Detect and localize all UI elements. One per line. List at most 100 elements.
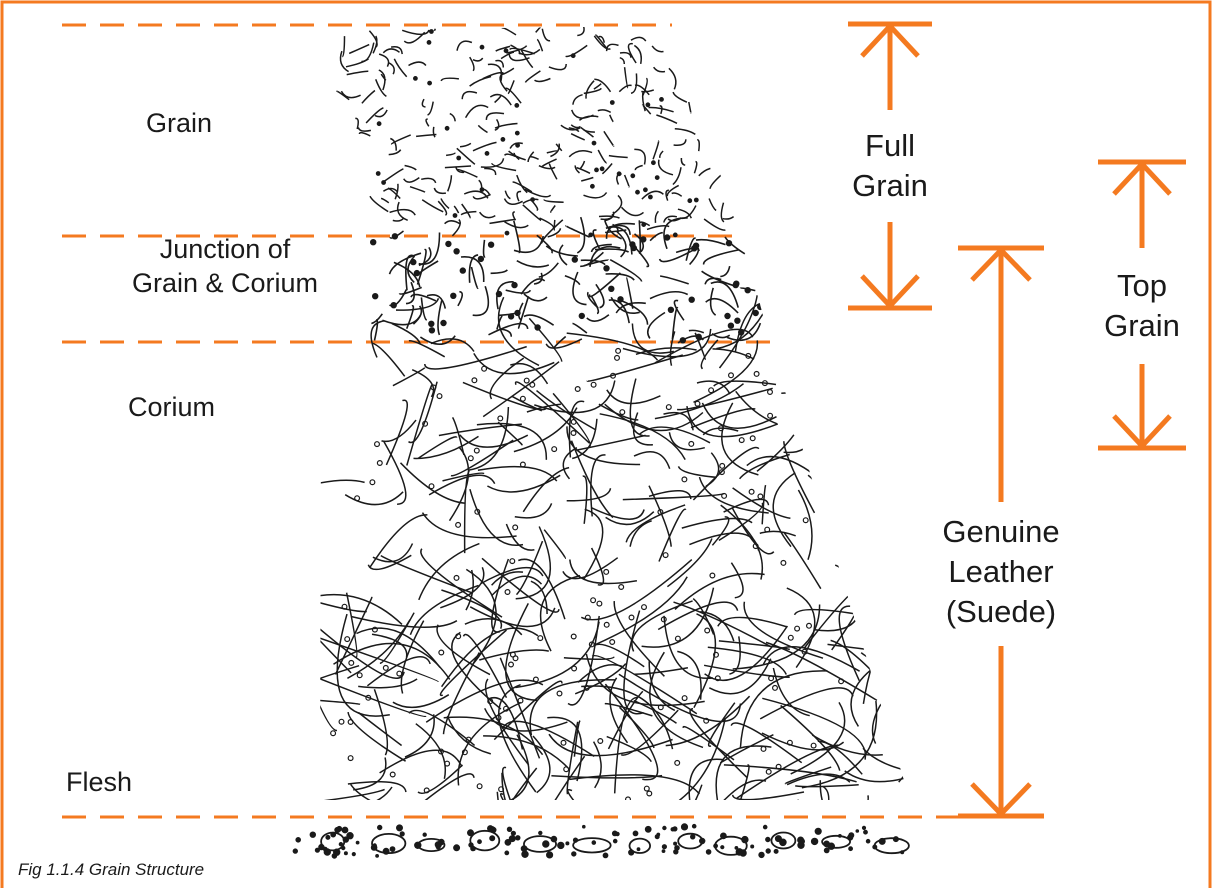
fibre-dot [611, 101, 615, 105]
flesh-dot [316, 848, 320, 852]
flesh-dot [547, 852, 553, 858]
fibre-stroke [481, 568, 543, 584]
label-junction-line2: Grain & Corium [110, 266, 340, 300]
fibre-stroke [547, 151, 557, 153]
fibre-stroke [634, 149, 645, 164]
fibre-stroke [466, 105, 489, 117]
fibre-dot [676, 636, 681, 641]
fibre-dot [629, 615, 634, 620]
fibre-stroke [680, 206, 696, 219]
flesh-dot [572, 852, 576, 856]
fibre-stroke [625, 175, 629, 187]
fibre-stroke [851, 643, 917, 726]
fibre-dot [521, 396, 526, 401]
fibre-stroke [798, 490, 812, 560]
fibre-dot [725, 313, 730, 318]
fibre-stroke [535, 79, 551, 82]
fibre-dot [745, 288, 750, 293]
fibre-dot [468, 456, 473, 461]
fibre-stroke [567, 333, 658, 360]
fibre-stroke [429, 475, 495, 495]
fibre-stroke [731, 563, 743, 598]
fibre-stroke [273, 697, 360, 704]
fibre-stroke [835, 565, 852, 604]
fibre-stroke [607, 44, 619, 51]
fibre-dot [561, 740, 566, 745]
fibre-dot [454, 249, 459, 254]
fibre-stroke [619, 85, 631, 91]
fibre-dot [382, 181, 386, 185]
fibre-dot [451, 293, 456, 298]
fibre-stroke [795, 785, 859, 787]
fibre-stroke [502, 28, 516, 35]
fibre-stroke [398, 202, 408, 220]
fibre-stroke [505, 199, 523, 205]
fibre-dot [642, 223, 646, 227]
fibre-dot [501, 138, 505, 142]
flesh-dot [867, 840, 870, 843]
fibre-dot [626, 797, 631, 802]
flesh-dot [296, 838, 300, 842]
fibre-dot [414, 77, 418, 81]
fibre-dot [357, 673, 362, 678]
fibre-dot [349, 661, 354, 666]
fibre-dot [739, 438, 744, 443]
fibre-stroke [441, 199, 449, 209]
flesh-dot [512, 832, 516, 836]
flesh-dot [539, 832, 542, 835]
fibre-stroke [567, 488, 611, 501]
fibre-dot [392, 234, 397, 239]
fibre-dot [460, 268, 465, 273]
fibre-stroke [631, 73, 637, 93]
fibre-stroke [324, 789, 385, 800]
fibre-stroke [384, 442, 406, 504]
fibre-dot [454, 576, 459, 581]
fibre-dot [689, 442, 694, 447]
fibre-stroke [418, 250, 427, 285]
fibre-stroke [760, 531, 796, 535]
fibre-stroke [781, 336, 833, 393]
fibre-stroke [445, 166, 471, 168]
fibre-dot [591, 382, 596, 387]
fibre-stroke [594, 577, 687, 646]
fibre-dot [696, 334, 701, 339]
flesh-dot [633, 831, 637, 835]
fibre-stroke [613, 195, 621, 213]
fibre-stroke [382, 420, 417, 441]
fibre-dot [375, 442, 380, 447]
fibre-stroke [573, 323, 587, 333]
fibre-dot [604, 570, 609, 575]
fibre-dot [620, 410, 625, 415]
fibre-stroke [672, 193, 682, 196]
fibre-stroke [443, 473, 485, 481]
flesh-dot [707, 850, 711, 854]
fibre-stroke [648, 313, 665, 339]
fibre-stroke [530, 680, 615, 735]
fibre-stroke [517, 191, 521, 201]
flesh-dot [454, 845, 459, 850]
fibre-stroke [544, 200, 564, 203]
fibre-stroke [653, 141, 658, 159]
fibre-stroke [515, 503, 552, 517]
flesh-cell [715, 837, 747, 855]
flesh-dot [864, 831, 867, 834]
fibre-stroke [433, 127, 435, 137]
fibre-dot [641, 237, 646, 242]
fibre-dot [505, 590, 510, 595]
fibre-stroke [635, 166, 642, 171]
fibre-dot [571, 431, 576, 436]
fibre-stroke [773, 473, 795, 547]
flesh-dot [505, 851, 508, 854]
fibre-stroke [393, 695, 449, 708]
fibre-stroke [447, 716, 490, 754]
fibre-stroke [487, 475, 560, 492]
fibre-stroke [359, 133, 370, 136]
fibre-stroke [677, 651, 701, 699]
fibre-dot [695, 198, 699, 202]
fibre-stroke [438, 301, 442, 335]
fibre-dot [682, 696, 687, 701]
flesh-dot [693, 825, 696, 828]
fibre-dot [728, 323, 733, 328]
fibre-dot [644, 188, 648, 192]
fibre-stroke [569, 151, 592, 157]
